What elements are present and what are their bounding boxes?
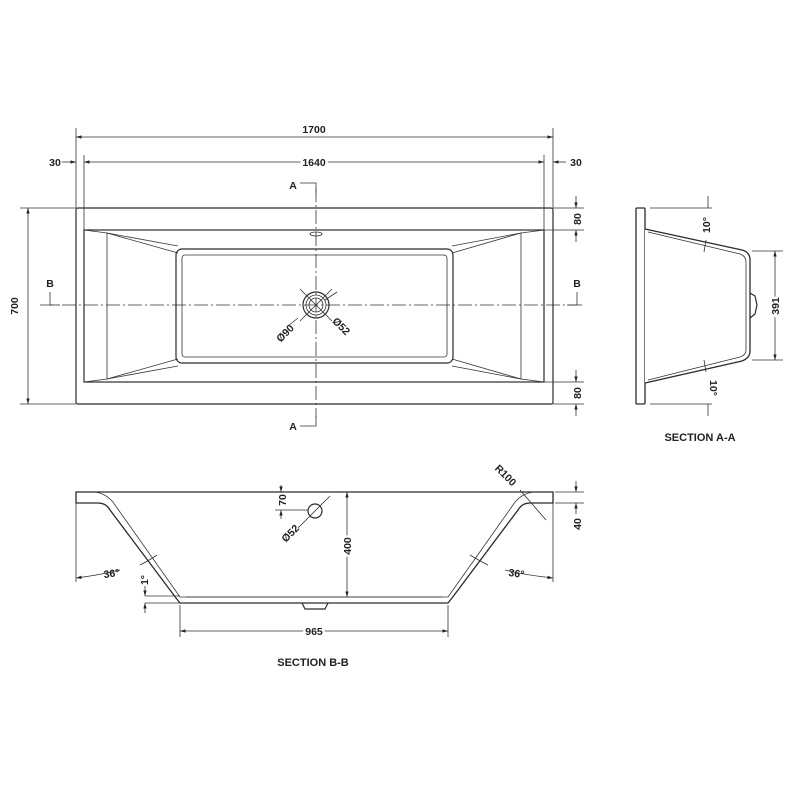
waste-outlet — [287, 288, 338, 327]
rim-bottom-dim: 80 — [572, 387, 584, 399]
width-dim: 700 — [9, 297, 21, 315]
base-width-dim: 391 — [770, 297, 782, 315]
rim-left-dim: 30 — [49, 157, 61, 169]
angle-right-dim: 36° — [508, 567, 525, 581]
inner-length-dim: 1640 — [302, 157, 326, 169]
radius-dim: R100 — [492, 463, 518, 489]
section-a-marker-top: A — [289, 180, 297, 192]
section-aa: 10° 10° 391 SECTION A-A — [635, 196, 785, 444]
section-b-marker-right: B — [573, 278, 581, 290]
waste-inner-dim: Ø52 — [330, 315, 353, 338]
waste-outer-dim: Ø90 — [274, 322, 297, 345]
floor-slope-dim: 1° — [139, 575, 151, 585]
outer-rim — [75, 207, 554, 405]
section-bb-title: SECTION B-B — [277, 657, 349, 669]
rim-top-dim: 80 — [572, 213, 584, 225]
rim-thickness-dim: 40 — [572, 518, 584, 530]
angle-bottom-dim: 10° — [707, 380, 719, 396]
section-bb: 36° 36° 1° 400 70 Ø52 R100 40 965 SECTIO… — [75, 463, 584, 669]
plan-view: Ø90 Ø52 1700 1640 30 30 700 80 80 A A — [7, 124, 585, 433]
section-aa-title: SECTION A-A — [664, 432, 735, 444]
inner-rim — [83, 229, 545, 383]
angle-left-dim: 36° — [103, 567, 120, 581]
rim-right-dim: 30 — [570, 157, 582, 169]
section-a-marker-bottom: A — [289, 421, 297, 433]
depth-dim: 400 — [342, 537, 354, 555]
base-length-dim: 965 — [305, 626, 323, 638]
overflow — [309, 231, 323, 237]
angle-top-dim: 10° — [701, 217, 713, 233]
basin-floor — [175, 248, 454, 364]
overflow-hole — [307, 503, 323, 519]
overall-length-dim: 1700 — [302, 124, 326, 136]
section-b-marker-left: B — [46, 278, 54, 290]
overflow-height-dim: 70 — [277, 494, 289, 506]
